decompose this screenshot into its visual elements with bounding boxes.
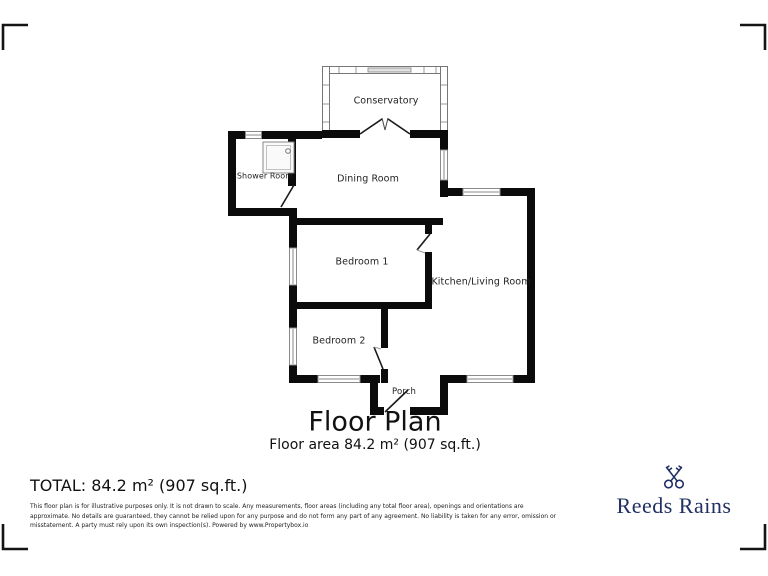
shower-tray <box>262 141 295 174</box>
shower-drain-icon <box>285 148 291 154</box>
window <box>317 375 361 383</box>
door-swing-bedroom2 <box>373 346 384 370</box>
floor-area-caption: Floor area 84.2 m² (907 sq.ft.) <box>269 437 481 453</box>
door-swing-bedroom1 <box>416 233 431 251</box>
agency-name: Reeds Rains <box>616 493 732 518</box>
crop-mark-top-right <box>740 23 767 50</box>
room-label-conservatory: Conservatory <box>353 95 419 107</box>
crop-mark-bottom-right <box>740 524 767 551</box>
window <box>289 247 297 286</box>
agency-logo: Reeds Rains <box>592 462 756 519</box>
room-label-kitchen-living-room: Kitchen/Living Room <box>431 276 531 288</box>
page-title: Floor Plan <box>308 406 442 438</box>
crop-mark-top-left <box>1 23 28 50</box>
window <box>289 327 297 366</box>
window <box>466 375 514 383</box>
door-swing-french-right <box>387 118 411 135</box>
crop-marks <box>1 23 767 551</box>
window <box>462 188 501 196</box>
room-label-bedroom-1: Bedroom 1 <box>335 256 389 268</box>
total-area-text: TOTAL: 84.2 m² (907 sq.ft.) <box>30 476 248 495</box>
conservatory-roof-vent <box>367 67 412 73</box>
room-label-shower-room: Shower Room <box>236 171 294 181</box>
windows <box>245 131 514 383</box>
door-swing-shower <box>280 184 295 208</box>
door-jamb-bedroom2 <box>373 346 382 350</box>
window <box>245 131 262 139</box>
conservatory-structure <box>322 66 448 138</box>
disclaimer-line: misstatement. A party must rely upon its… <box>30 522 309 529</box>
room-label-dining-room: Dining Room <box>337 173 399 185</box>
disclaimer-line: approximate. No details are guaranteed, … <box>30 512 557 520</box>
disclaimer-line: This floor plan is for illustrative purp… <box>30 503 524 510</box>
door-swing-porch <box>384 389 409 413</box>
room-label-bedroom-2: Bedroom 2 <box>312 335 366 347</box>
window <box>440 149 448 181</box>
room-label-porch: Porch <box>392 387 416 397</box>
french-door-centre <box>381 117 389 131</box>
door-jamb-bedroom1 <box>416 249 426 254</box>
doors <box>280 117 431 413</box>
crossed-keys-icon <box>663 465 685 489</box>
disclaimer-text: This floor plan is for illustrative purp… <box>30 502 556 531</box>
crop-mark-bottom-left <box>1 524 28 551</box>
door-swing-french-left <box>359 118 383 135</box>
